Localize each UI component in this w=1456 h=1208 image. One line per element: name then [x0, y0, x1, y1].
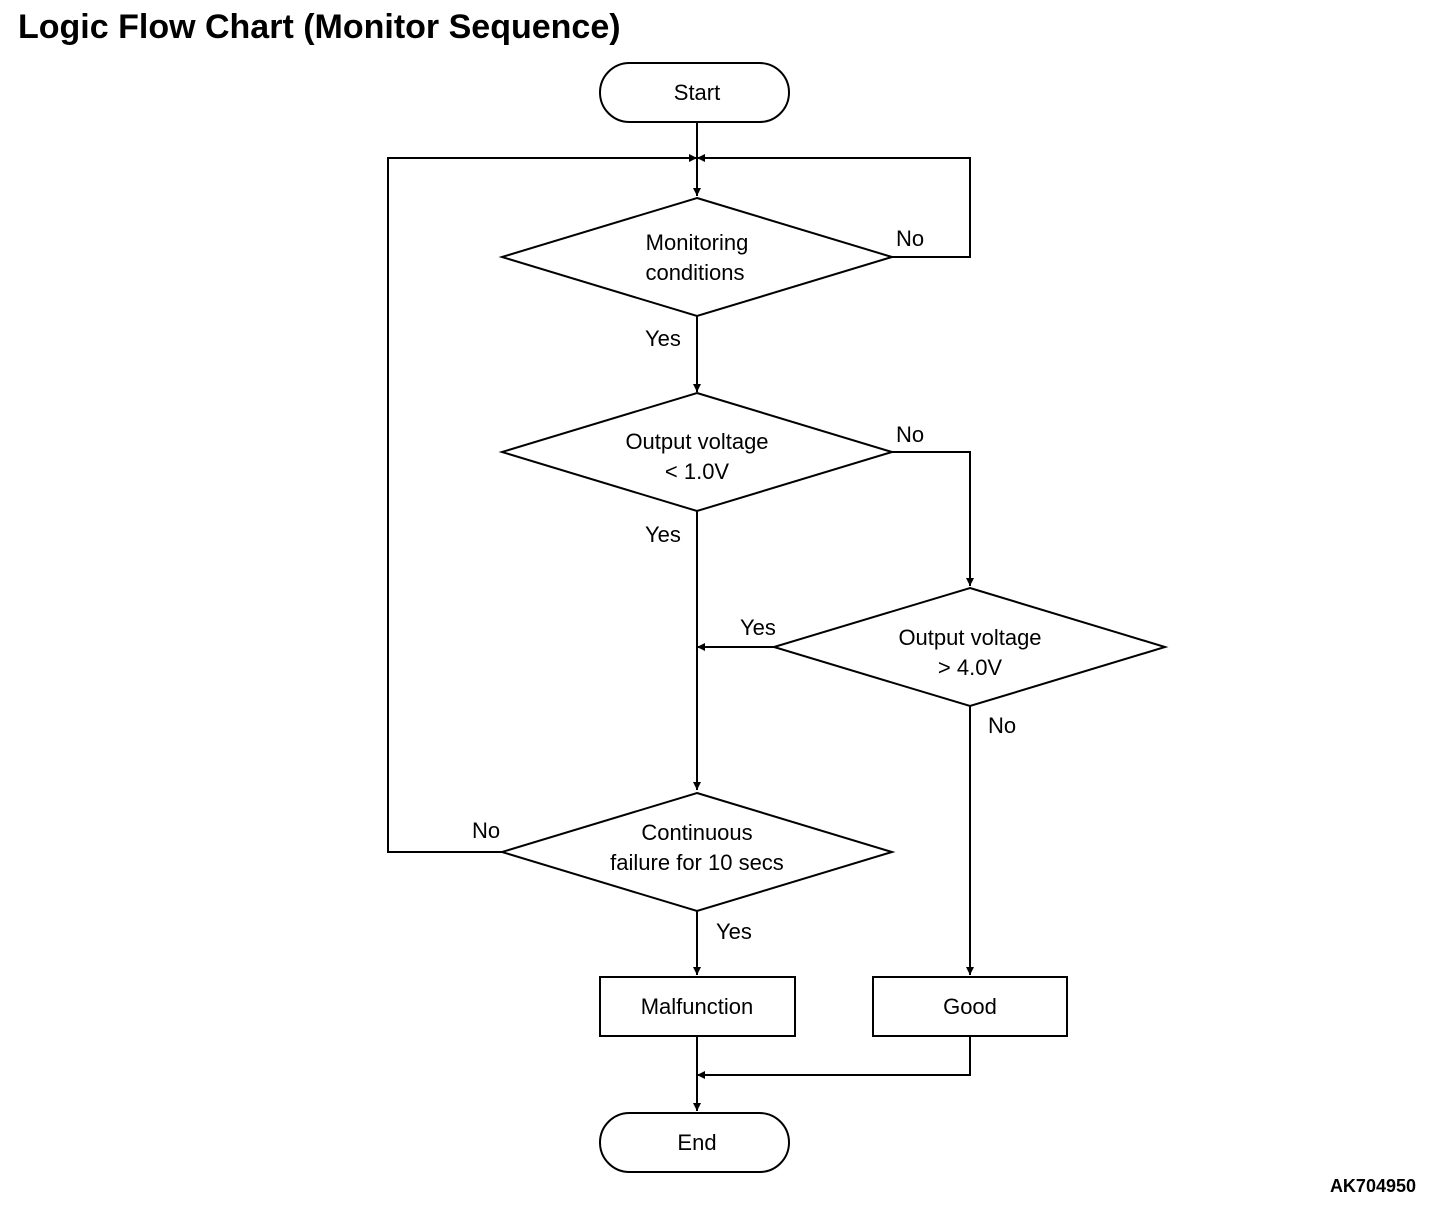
- malfunction-label: Malfunction: [641, 994, 754, 1019]
- start-label: Start: [674, 80, 720, 105]
- connectors: [387, 122, 974, 1111]
- end-node: End: [599, 1112, 790, 1173]
- monitoring-yes-label: Yes: [645, 326, 681, 351]
- low-no-label: No: [896, 422, 924, 447]
- output-low-label-line1: Output voltage: [625, 429, 768, 454]
- monitoring-no-label: No: [896, 226, 924, 251]
- output-voltage-low-decision: Output voltage < 1.0V: [498, 391, 896, 513]
- edge-good-to-end: [697, 1036, 971, 1079]
- continuous-label-line2: failure for 10 secs: [610, 850, 784, 875]
- edge-labels: No Yes No Yes Yes No No Yes: [472, 226, 1016, 944]
- low-yes-label: Yes: [645, 522, 681, 547]
- continuous-failure-decision: Continuous failure for 10 secs: [498, 791, 896, 913]
- edge-low-no: [892, 451, 974, 586]
- malfunction-node: Malfunction: [599, 976, 796, 1037]
- good-label: Good: [943, 994, 997, 1019]
- edge-monitoring-no-loop: [697, 154, 971, 258]
- output-high-label-line1: Output voltage: [898, 625, 1041, 650]
- high-yes-label: Yes: [740, 615, 776, 640]
- edge-continuous-no-loop: [387, 154, 697, 853]
- page-title: Logic Flow Chart (Monitor Sequence): [18, 8, 621, 46]
- monitoring-label-line1: Monitoring: [646, 230, 749, 255]
- continuous-label-line1: Continuous: [641, 820, 752, 845]
- monitoring-label-line2: conditions: [645, 260, 744, 285]
- start-node: Start: [599, 62, 790, 123]
- monitoring-conditions-decision: Monitoring conditions: [498, 196, 896, 318]
- figure-code: AK704950: [1329, 1176, 1416, 1196]
- continuous-yes-label: Yes: [716, 919, 752, 944]
- good-node: Good: [872, 976, 1068, 1037]
- output-voltage-high-decision: Output voltage > 4.0V: [770, 586, 1169, 708]
- output-low-label-line2: < 1.0V: [665, 459, 730, 484]
- high-no-label: No: [988, 713, 1016, 738]
- continuous-no-label: No: [472, 818, 500, 843]
- output-high-label-line2: > 4.0V: [938, 655, 1003, 680]
- end-label: End: [677, 1130, 716, 1155]
